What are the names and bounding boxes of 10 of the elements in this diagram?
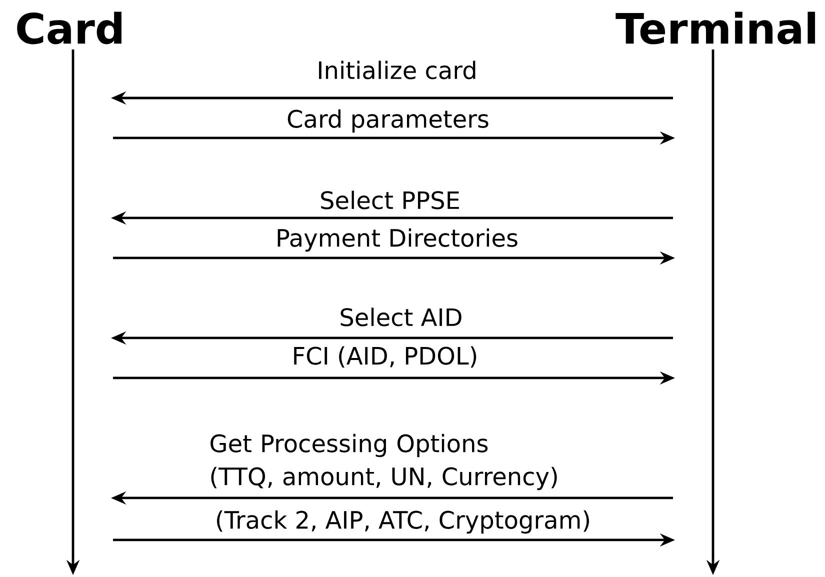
lifeline-heading: Card (17, 12, 122, 44)
lifeline-heading: Terminal (616, 12, 816, 44)
edge-label: Select PPSE (321, 190, 459, 210)
edge-label: (Track 2, AIP, ATC, Cryptogram) (217, 510, 589, 534)
edge-label: FCI (AID, PDOL) (294, 346, 476, 368)
edge-label: Get Processing Options (TTQ, amount, UN, Currency) (210, 434, 557, 490)
edge-label: Card parameters (288, 109, 488, 133)
edge-label: Initialize card (319, 60, 476, 80)
edge-label: Select AID (340, 308, 462, 326)
edge-label: Payment Directories (278, 228, 518, 252)
